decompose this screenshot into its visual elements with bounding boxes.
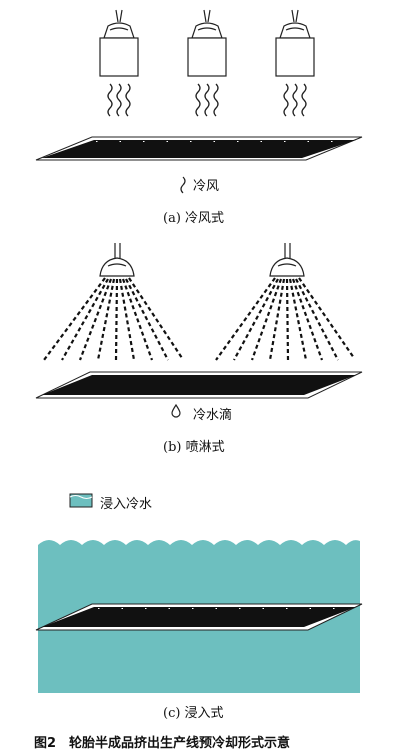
panel-b-drawing: [43, 243, 355, 361]
legend-label-water-drops: 冷水滴: [193, 408, 233, 423]
wind-wave-icon: [107, 83, 307, 117]
spray-jets-1: [43, 277, 183, 361]
tread-strip-c: [35, 603, 363, 631]
fan-unit-icon: [99, 9, 139, 77]
caption-c: (c) 浸入式: [163, 706, 224, 721]
spray-jets-2: [215, 277, 355, 361]
fan-unit-icon: [275, 9, 315, 77]
water-drop-icon: [171, 403, 181, 418]
wind-wave-icon: [180, 176, 186, 194]
panel-a-drawing: [99, 9, 315, 117]
figure-caption: 图2 轮胎半成品挤出生产线预冷却形式示意: [34, 736, 291, 751]
water-swatch-wave: [69, 495, 93, 499]
spray-nozzle-icon: [269, 243, 305, 277]
tread-strip-a: [35, 136, 363, 161]
caption-b: (b) 喷淋式: [163, 440, 225, 455]
spray-nozzle-icon: [99, 243, 135, 277]
legend-label-cold-air: 冷风: [193, 179, 220, 194]
tread-strip-b: [35, 371, 363, 399]
caption-a: (a) 冷风式: [163, 211, 225, 226]
water-swatch-icon: [69, 493, 93, 508]
legend-label-cold-water: 浸入冷水: [100, 497, 153, 512]
fan-unit-icon: [187, 9, 227, 77]
